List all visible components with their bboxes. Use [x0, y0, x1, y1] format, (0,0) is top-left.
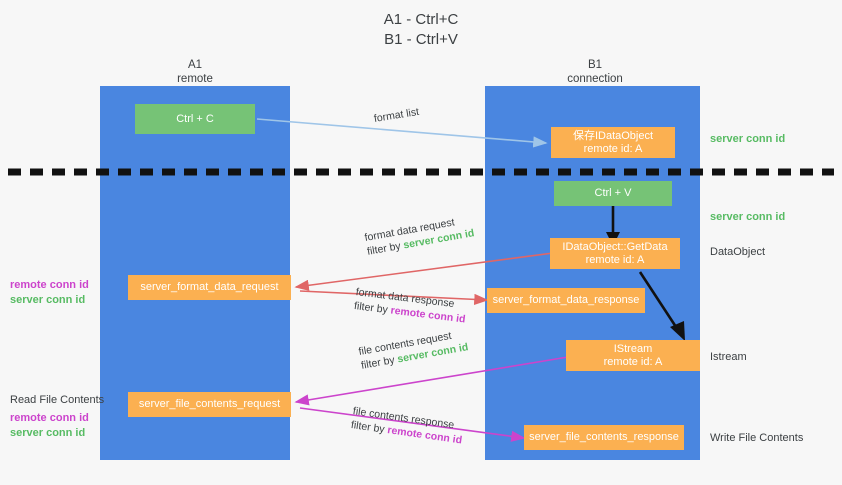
annotation-right-istream: Istream — [710, 351, 747, 363]
node-idataobject-getdata-line2: remote id: A — [585, 253, 645, 266]
title-line-1: A1 - Ctrl+C — [383, 11, 459, 28]
node-save-idataobject-line1: 保存IDataObject — [572, 129, 654, 142]
page-title: A1 - Ctrl+C B1 - Ctrl+V — [0, 10, 842, 50]
edge-label-format-list: format list — [373, 105, 420, 126]
node-server-format-data-response-label: server_format_data_response — [492, 294, 640, 306]
column-b1-name: B1 — [587, 59, 603, 71]
node-idataobject-getdata[interactable]: IDataObject::GetData remote id: A — [550, 238, 680, 269]
edge-file-contents-response-filter-prefix: filter by — [350, 418, 389, 436]
annotation-left-conn-ids-lower: remote conn id server conn id — [10, 411, 89, 441]
node-server-file-contents-request[interactable]: server_file_contents_request — [128, 392, 291, 417]
column-header-b1: B1 connection — [530, 58, 660, 86]
annotation-right-server-conn-1: server conn id — [710, 133, 786, 145]
annotation-left-server-conn-2: server conn id — [10, 427, 86, 439]
column-header-a1: A1 remote — [130, 58, 260, 86]
annotation-right-server-conn-2: server conn id — [710, 211, 786, 223]
column-b1-sub: connection — [567, 73, 623, 85]
annotation-right-dataobject: DataObject — [710, 246, 766, 258]
edge-label-file-contents-request: file contents request filter by server c… — [358, 326, 470, 372]
node-server-file-contents-request-label: server_file_contents_request — [138, 398, 281, 410]
node-ctrl-v-label: Ctrl + V — [594, 187, 632, 199]
node-save-idataobject[interactable]: 保存IDataObject remote id: A — [551, 127, 675, 158]
edge-label-format-data-request: format data request filter by server con… — [364, 212, 476, 258]
node-server-format-data-request-label: server_format_data_request — [140, 281, 279, 293]
annotation-right-write-file-contents: Write File Contents — [710, 432, 804, 444]
annotation-left-remote-conn-1: remote conn id — [10, 279, 89, 291]
node-istream[interactable]: IStream remote id: A — [566, 340, 700, 371]
node-server-file-contents-response[interactable]: server_file_contents_response — [524, 425, 684, 450]
column-a1-name: A1 — [187, 59, 203, 71]
edge-label-format-list-text: format list — [373, 105, 420, 125]
annotation-left-conn-ids-upper: remote conn id server conn id — [10, 278, 89, 308]
node-save-idataobject-line2: remote id: A — [583, 142, 643, 155]
node-server-file-contents-response-label: server_file_contents_response — [529, 431, 679, 443]
node-ctrl-c[interactable]: Ctrl + C — [135, 104, 255, 134]
node-istream-line2: remote id: A — [603, 355, 663, 368]
edge-label-format-data-response: format data response filter by remote co… — [353, 285, 468, 326]
node-idataobject-getdata-line1: IDataObject::GetData — [562, 240, 668, 253]
node-server-format-data-request[interactable]: server_format_data_request — [128, 275, 291, 300]
edge-format-data-response-filter-prefix: filter by — [353, 299, 392, 317]
node-ctrl-c-label: Ctrl + C — [176, 112, 214, 125]
annotation-left-remote-conn-2: remote conn id — [10, 412, 89, 424]
column-a1-sub: remote — [177, 73, 213, 85]
node-ctrl-v[interactable]: Ctrl + V — [554, 181, 672, 206]
edge-label-file-contents-response: file contents response filter by remote … — [350, 404, 465, 447]
annotation-left-server-conn-1: server conn id — [10, 294, 86, 306]
node-istream-line1: IStream — [613, 342, 653, 355]
title-line-2: B1 - Ctrl+V — [384, 31, 458, 48]
node-server-format-data-response[interactable]: server_format_data_response — [487, 288, 645, 313]
annotation-left-read-file-contents: Read File Contents — [10, 394, 105, 406]
